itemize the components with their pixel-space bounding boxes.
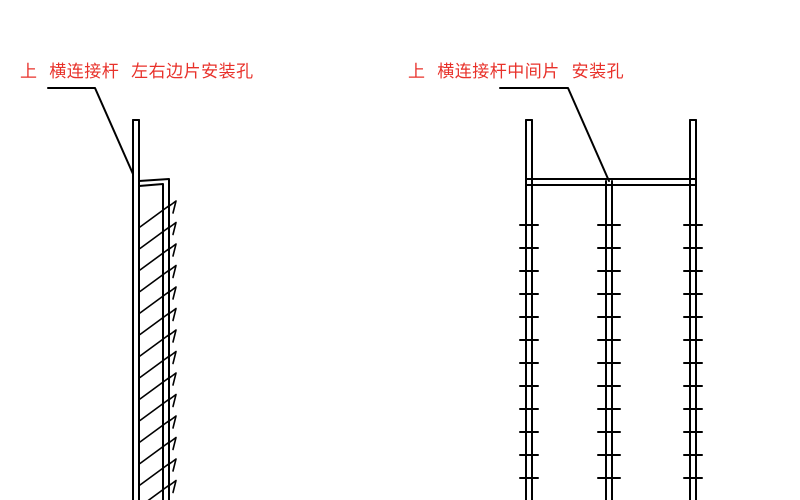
hook-arm [139, 290, 171, 314]
hook-tip [167, 458, 177, 472]
hook-arm [139, 204, 171, 228]
hook-arm [139, 354, 171, 379]
hook-tip [167, 436, 177, 451]
hook-arm [139, 419, 171, 443]
hook-arm [139, 376, 171, 400]
hook-arm [147, 483, 171, 500]
hook-tip [167, 479, 177, 494]
hook-tip [167, 350, 177, 365]
hook-tip [167, 264, 177, 279]
left-side-view [47, 87, 177, 500]
left-top-bar [138, 178, 170, 500]
hook-tip [167, 243, 177, 257]
leader-line-left [47, 87, 134, 175]
hook-tip [167, 221, 177, 236]
hook-tip [167, 415, 177, 429]
callout-label-left: 上 横连接杆 左右边片安装孔 [20, 62, 254, 82]
leader-line-right [499, 87, 610, 182]
hook-tip [167, 307, 177, 322]
hook-tip [167, 286, 177, 300]
hook-arm [139, 333, 171, 357]
right-front-view [499, 87, 703, 500]
hook-tip [167, 393, 177, 408]
callout-label-right: 上 横连接杆中间片 安装孔 [408, 62, 625, 82]
pegs-group [519, 224, 703, 479]
hooks-group [139, 200, 177, 500]
hook-tip [167, 372, 177, 386]
hook-arm [139, 462, 171, 486]
hook-arm [139, 247, 171, 271]
hook-tip [167, 329, 177, 343]
hook-arm [139, 397, 171, 422]
hook-arm [139, 311, 171, 336]
hook-arm [139, 268, 171, 293]
hook-arm [139, 225, 171, 250]
hook-tip [167, 200, 177, 214]
left-top-bar-inner [138, 183, 164, 500]
hook-arm [139, 440, 171, 465]
